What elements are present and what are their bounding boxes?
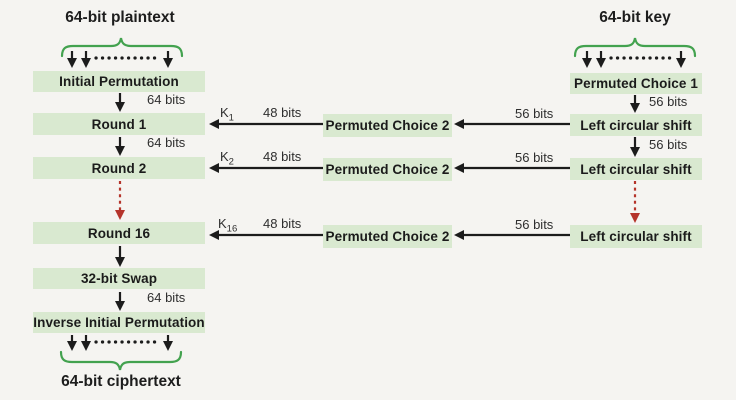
subkey-label-k16: K16 — [218, 216, 237, 237]
plaintext-split-arrows — [67, 51, 173, 68]
k2-subscript: 2 — [228, 156, 234, 168]
bits48-label-1: 48 bits — [263, 105, 302, 120]
ciphertext-split-arrows — [67, 335, 173, 351]
bits56-row-label-3: 56 bits — [515, 217, 554, 232]
bits48-label-2: 48 bits — [263, 149, 302, 164]
inverse-initial-permutation-box: Inverse Initial Permutation — [33, 312, 205, 333]
key-title: 64-bit key — [599, 9, 671, 26]
key-split-arrows — [582, 51, 686, 68]
swap-box: 32-bit Swap — [33, 268, 205, 289]
bits64-label-3: 64 bits — [147, 290, 186, 305]
permuted-choice2-box-1: Permuted Choice 2 — [323, 114, 452, 137]
left-circular-shift-box-2: Left circular shift — [570, 158, 702, 180]
permuted-choice2-box-3: Permuted Choice 2 — [323, 225, 452, 248]
bits64-label-1: 64 bits — [147, 92, 186, 107]
round16-box: Round 16 — [33, 222, 205, 244]
bits64-label-2: 64 bits — [147, 135, 186, 150]
bits56-row-label-2: 56 bits — [515, 150, 554, 165]
k16-subscript: 16 — [226, 223, 238, 235]
k2-base: K — [220, 149, 229, 164]
permuted-choice1-box: Permuted Choice 1 — [570, 73, 702, 94]
initial-permutation-box: Initial Permutation — [33, 71, 205, 92]
bits56-row-label-1: 56 bits — [515, 106, 554, 121]
k1-subscript: 1 — [228, 112, 234, 124]
k1-base: K — [220, 105, 229, 120]
bits56-vertical-label-2: 56 bits — [649, 137, 688, 152]
bits56-vertical-label-1: 56 bits — [649, 94, 688, 109]
round1-box: Round 1 — [33, 113, 205, 135]
permuted-choice2-box-2: Permuted Choice 2 — [323, 158, 452, 181]
key-brace — [573, 37, 697, 58]
subkey-label-k2: K2 — [220, 149, 234, 170]
subkey-label-k1: K1 — [220, 105, 234, 126]
plaintext-brace — [60, 37, 184, 58]
ciphertext-title: 64-bit ciphertext — [61, 373, 181, 390]
left-circular-shift-box-3: Left circular shift — [570, 225, 702, 248]
round2-box: Round 2 — [33, 157, 205, 179]
left-circular-shift-box-1: Left circular shift — [570, 114, 702, 136]
ciphertext-brace — [59, 350, 183, 371]
bits48-label-3: 48 bits — [263, 216, 302, 231]
plaintext-title: 64-bit plaintext — [65, 9, 175, 26]
k16-base: K — [218, 216, 227, 231]
